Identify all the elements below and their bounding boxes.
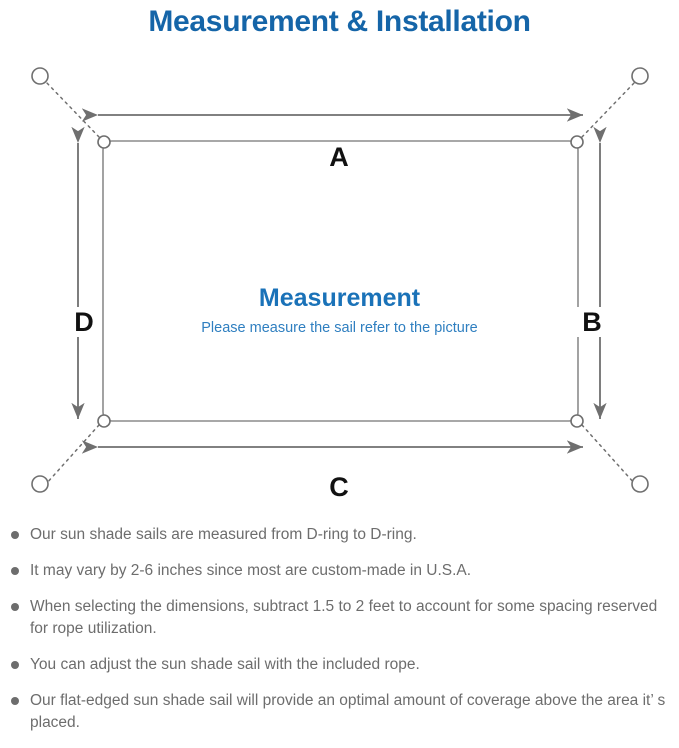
dimension-label-c: C bbox=[318, 472, 360, 502]
anchor-point-bottom-right bbox=[631, 475, 649, 493]
anchor-point-top-right bbox=[631, 67, 649, 85]
rope-top-left bbox=[45, 81, 100, 138]
page-title: Measurement & Installation bbox=[148, 5, 531, 38]
d-ring-top-right bbox=[570, 135, 584, 149]
bullet-icon bbox=[11, 531, 19, 539]
list-item: You can adjust the sun shade sail with t… bbox=[0, 654, 679, 676]
d-ring-bottom-left bbox=[97, 414, 111, 428]
note-text: Our flat-edged sun shade sail will provi… bbox=[30, 692, 666, 731]
anchor-point-bottom-left bbox=[31, 475, 49, 493]
rope-bottom-left bbox=[45, 424, 100, 485]
anchor-point-top-left bbox=[31, 67, 49, 85]
d-ring-bottom-right bbox=[570, 414, 584, 428]
dimension-label-a: A bbox=[318, 142, 360, 172]
rope-top-right bbox=[581, 81, 636, 138]
bullet-icon bbox=[11, 567, 19, 575]
measurement-diagram: Measurement Please measure the sail refe… bbox=[0, 44, 679, 514]
sail-shape bbox=[102, 140, 579, 422]
bullet-icon bbox=[11, 661, 19, 669]
dimension-label-b: B bbox=[575, 307, 609, 337]
note-text: You can adjust the sun shade sail with t… bbox=[30, 656, 420, 673]
notes-list: Our sun shade sails are measured from D-… bbox=[0, 524, 679, 748]
rope-bottom-right bbox=[581, 424, 636, 485]
note-text: When selecting the dimensions, subtract … bbox=[30, 598, 658, 637]
d-ring-top-left bbox=[97, 135, 111, 149]
note-text: It may vary by 2-6 inches since most are… bbox=[30, 562, 472, 579]
list-item: Our flat-edged sun shade sail will provi… bbox=[0, 690, 679, 734]
dimension-label-d: D bbox=[67, 307, 101, 337]
sail-center-title: Measurement bbox=[258, 284, 421, 312]
note-text: Our sun shade sails are measured from D-… bbox=[30, 526, 417, 543]
list-item: It may vary by 2-6 inches since most are… bbox=[0, 560, 679, 582]
bullet-icon bbox=[11, 603, 19, 611]
list-item: Our sun shade sails are measured from D-… bbox=[0, 524, 679, 546]
list-item: When selecting the dimensions, subtract … bbox=[0, 596, 679, 640]
bullet-icon bbox=[11, 697, 19, 705]
sail-center-subtitle: Please measure the sail refer to the pic… bbox=[201, 320, 478, 336]
